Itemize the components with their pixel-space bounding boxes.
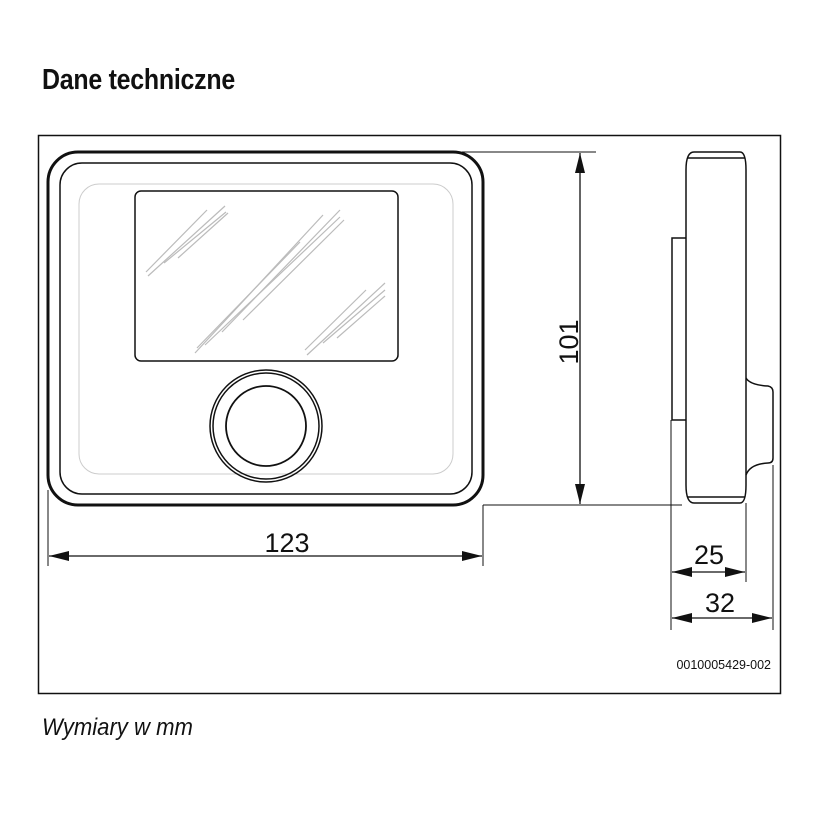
device-inner-bezel <box>59 162 473 495</box>
device-face-panel <box>78 183 454 475</box>
knob-side <box>745 377 774 476</box>
control-knob-ring <box>212 372 320 480</box>
drawing-frame <box>37 134 782 695</box>
control-knob-outer-ring <box>209 369 323 483</box>
side-view <box>671 151 774 504</box>
display-screen <box>134 190 399 362</box>
control-knob <box>225 385 307 467</box>
screen-glare-lines <box>145 205 386 356</box>
front-view <box>46 150 485 507</box>
body-depth-label: 25 <box>694 540 724 570</box>
total-depth-label: 32 <box>705 588 735 618</box>
wall-plate <box>671 237 686 421</box>
dimension-lines <box>47 151 774 630</box>
device-body-side <box>685 151 747 504</box>
height-label: 101 <box>554 319 584 364</box>
width-label: 123 <box>264 528 309 558</box>
drawing-code: 0010005429-002 <box>676 658 771 672</box>
caption: Wymiary w mm <box>42 714 193 741</box>
device-outer-housing <box>46 150 485 507</box>
page-title: Dane techniczne <box>42 64 235 96</box>
